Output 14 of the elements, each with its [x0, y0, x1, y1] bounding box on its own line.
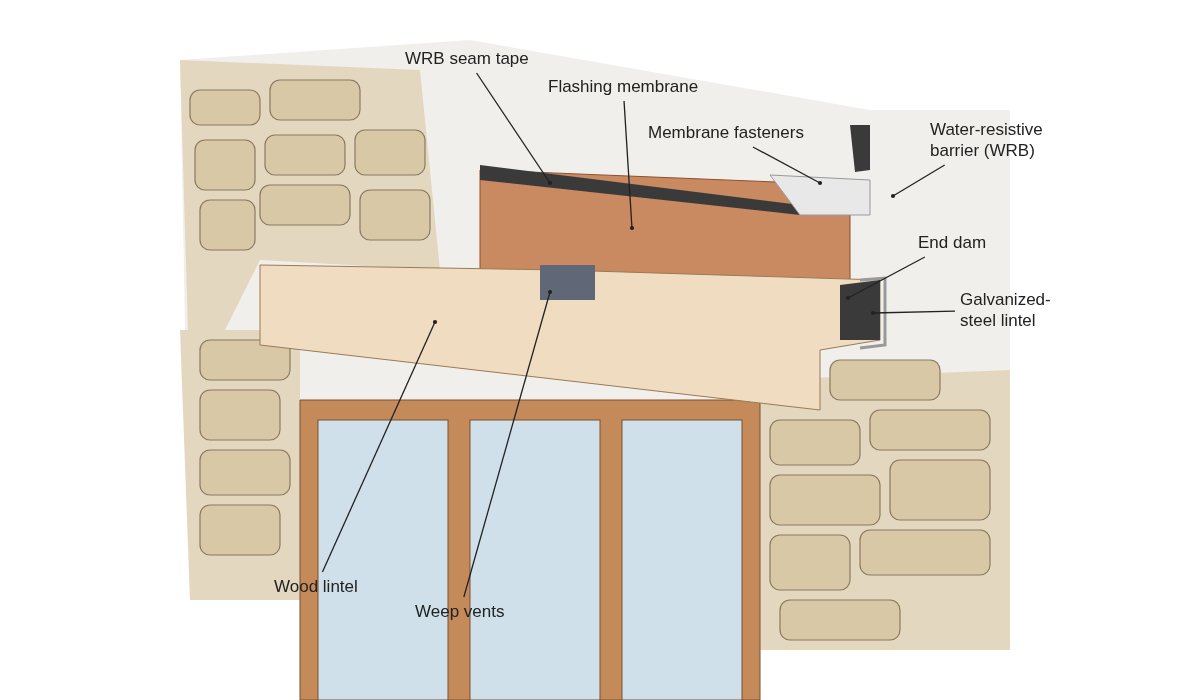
callout-label: Water-resistive barrier (WRB): [930, 120, 1043, 160]
leader-line: [890, 164, 946, 199]
callout-label: Membrane fasteners: [648, 123, 804, 142]
leader-line: [845, 256, 926, 301]
callout-label: Galvanized-steel lintel: [960, 290, 1051, 330]
callout-label: End dam: [918, 233, 987, 252]
leader-line: [463, 289, 553, 598]
leader-line: [321, 319, 438, 573]
leader-line: [475, 72, 553, 186]
callout-label: Flashing membrane: [548, 77, 699, 96]
leader-line: [623, 100, 635, 231]
leader-line: [752, 146, 823, 186]
leader-line: [870, 310, 956, 316]
callout-label: WRB seam tape: [405, 49, 529, 68]
